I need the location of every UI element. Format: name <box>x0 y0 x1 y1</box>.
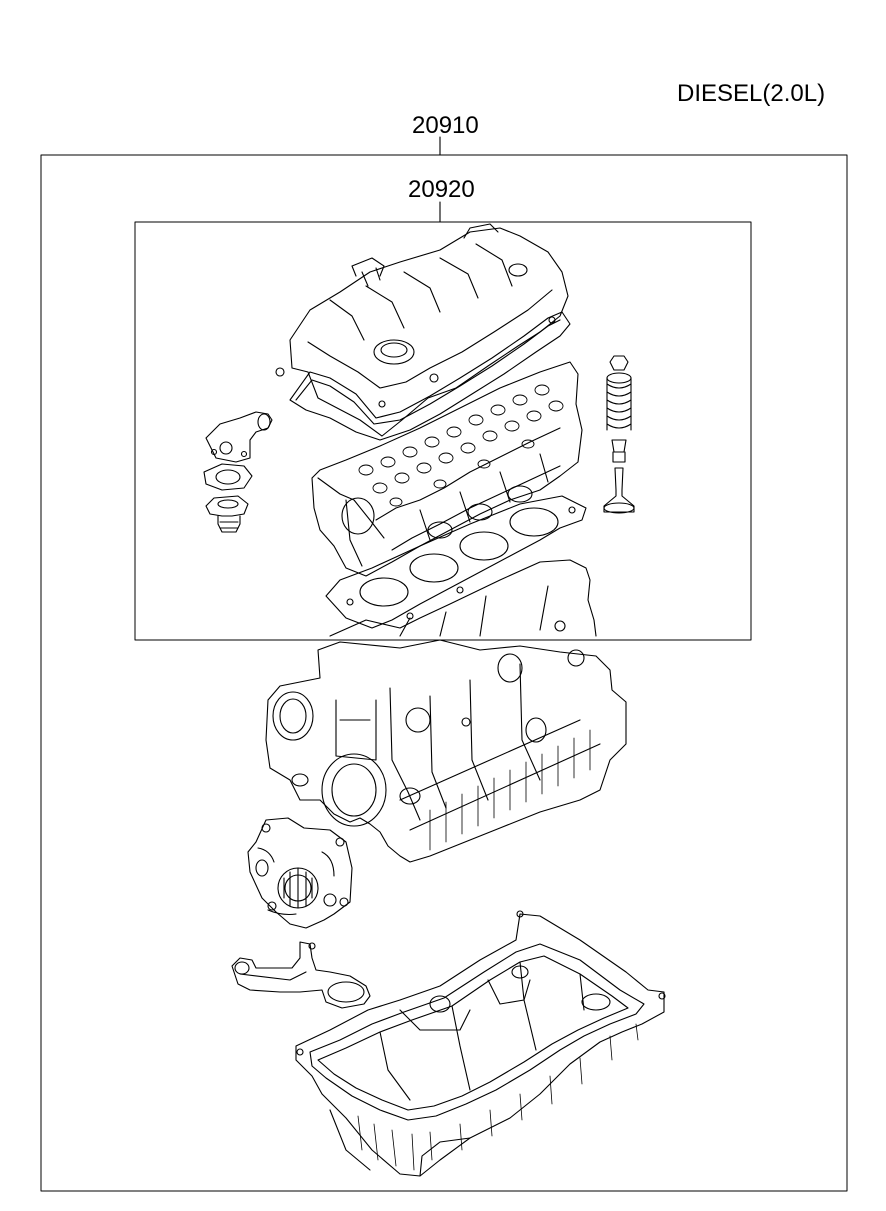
cylinder-block-icon <box>266 640 626 862</box>
oil-pan-icon <box>296 911 665 1176</box>
water-outlet-fitting-icon <box>206 412 272 462</box>
water-pump-icon <box>248 818 352 928</box>
thermostat-icon <box>206 496 248 532</box>
engine-variant-label: DIESEL(2.0L) <box>677 80 826 107</box>
rocker-cover-gasket-icon <box>290 312 570 440</box>
head-gasket-icon <box>326 496 586 628</box>
inner-kit-part-number: 20920 <box>408 176 475 203</box>
outer-kit-frame <box>41 137 847 1191</box>
valve-icon <box>604 468 634 513</box>
oil-strainer-icon <box>232 942 370 1008</box>
outer-kit-part-number: 20910 <box>412 112 479 139</box>
inner-kit-frame <box>135 202 751 640</box>
valve-spring-icon <box>607 356 631 462</box>
cylinder-head-icon <box>312 362 582 576</box>
block-top-section <box>330 560 596 636</box>
thermostat-gasket-icon <box>204 464 252 490</box>
cylinder-head-cover-icon <box>276 224 568 436</box>
